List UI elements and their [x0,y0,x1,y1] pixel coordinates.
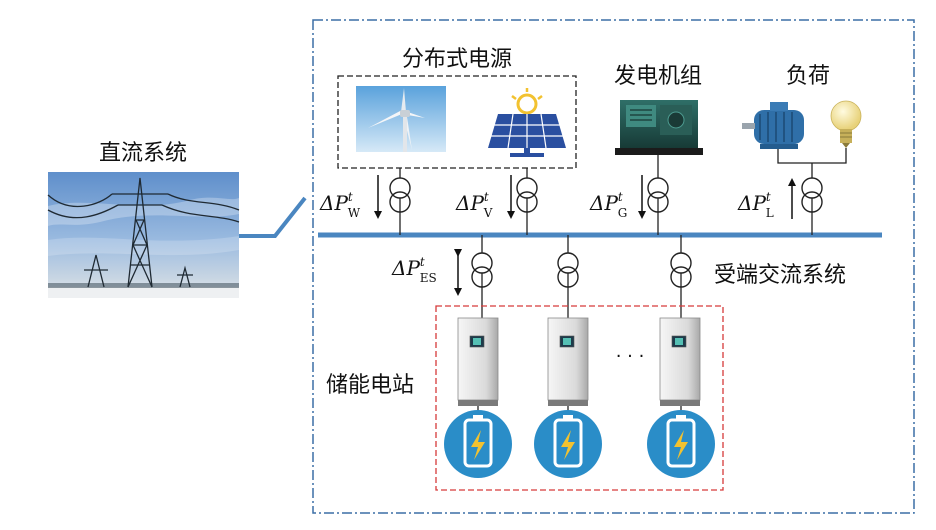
dc-system-label: 直流系统 [99,141,187,166]
light-bulb-icon [830,100,862,148]
inverter-cabinet-icon [457,317,499,407]
inverter-cabinet-icon [547,317,589,407]
receiving-system-border [312,19,915,514]
load-label: 负荷 [786,64,830,89]
generator-set-label: 发电机组 [614,64,702,89]
energy-storage-label: 储能电站 [326,373,414,398]
receiving-ac-system-label: 受端交流系统 [714,263,846,288]
distributed-source-box [337,75,577,169]
battery-icon [645,408,717,480]
battery-icon [532,408,604,480]
wind-turbine-icon [356,86,446,152]
inverter-cabinet-icon [659,317,701,407]
load-feeder [777,148,847,164]
distributed-source-label: 分布式电源 [402,47,512,72]
battery-links [477,406,682,412]
solar-panel-icon [488,88,566,157]
lower-feeders [481,235,682,318]
dc-tie-line [239,196,307,238]
storage-station-box [435,305,724,491]
motor-icon [742,102,804,149]
ellipsis: · · · [616,346,645,367]
diesel-generator-icon [615,100,703,155]
battery-icon [442,408,514,480]
transmission-tower-photo [47,172,240,298]
